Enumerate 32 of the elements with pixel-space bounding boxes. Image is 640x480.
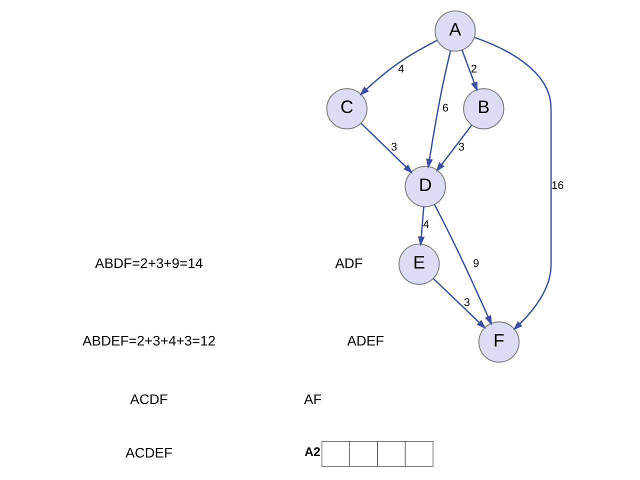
edge-label: 4 xyxy=(422,219,430,232)
label: AF xyxy=(304,390,322,407)
node-circle: B xyxy=(463,88,504,130)
label: ACDEF xyxy=(126,444,173,460)
arrow xyxy=(360,122,413,174)
node-circle: D xyxy=(404,166,446,208)
edge-label: 16 xyxy=(551,180,564,192)
node-circle: C xyxy=(326,88,368,130)
arrow xyxy=(474,36,552,330)
edge-label: 3 xyxy=(464,296,470,309)
label: ADEF xyxy=(347,332,384,349)
node-circle: A xyxy=(434,10,476,52)
edge-label: 4 xyxy=(398,64,404,76)
arrow xyxy=(426,50,452,169)
label: ABDF=2+3+9=14 xyxy=(95,254,204,271)
arrow xyxy=(434,204,492,326)
edge-label: 3 xyxy=(391,141,398,154)
edge-label: 6 xyxy=(442,102,449,114)
arrow xyxy=(436,124,472,172)
edge-label: 9 xyxy=(472,258,480,270)
label: ABDEF=2+3+4+3=12 xyxy=(82,332,216,349)
arrow xyxy=(418,206,425,246)
arrow xyxy=(360,40,438,96)
arrow xyxy=(461,50,478,92)
node-circle: E xyxy=(398,244,440,285)
arrow xyxy=(432,278,486,330)
node-circle: F xyxy=(478,321,520,363)
edge-label: 2 xyxy=(470,64,478,76)
label: ADF xyxy=(335,254,363,271)
label: A2 xyxy=(304,445,321,460)
label: ACDF xyxy=(130,390,168,407)
edge-label: 3 xyxy=(458,141,465,154)
